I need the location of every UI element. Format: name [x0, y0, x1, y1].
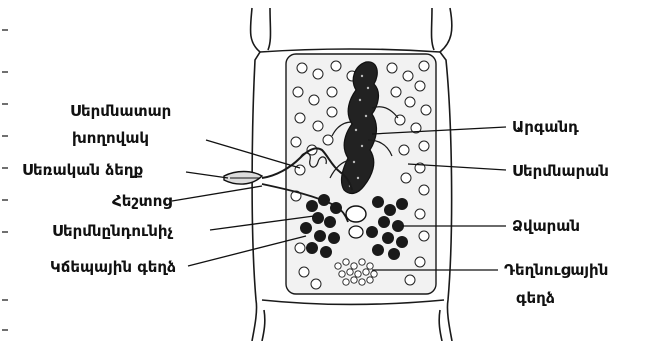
genital-pore [224, 172, 262, 185]
label-sermnatar-line2: խողովակ [72, 129, 149, 147]
label-kchepayin: Կճեպային գեղձ [50, 258, 176, 276]
label-deghnutsayin-line2: գեղձ [516, 289, 555, 307]
label-sermnatar-line1: Սերմնատար [70, 102, 171, 120]
label-seraakan-dzer: Սեռական ձեղք [22, 161, 144, 179]
label-dzvaran: Ձվարան [512, 217, 580, 235]
label-deghnutsayin-line1: Դեղնուցային [504, 261, 608, 279]
label-sermnerdunich: Սերմնընդունիչ [52, 222, 173, 240]
margin-ticks [2, 30, 8, 330]
label-argand: Արգանդ [512, 118, 579, 136]
label-sermnaran: Սերմնարան [512, 162, 609, 180]
label-hesht: Հեշտոց [112, 192, 172, 210]
